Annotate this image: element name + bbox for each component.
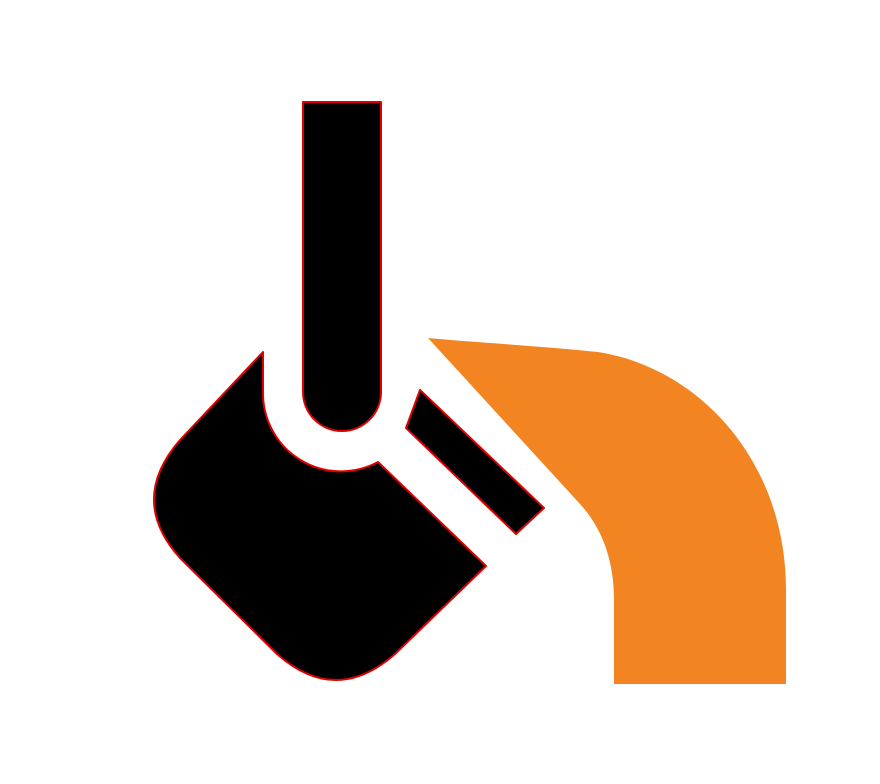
ladle-rim-shape	[405, 389, 545, 535]
ladle-handle-shape	[302, 101, 382, 432]
pour-stream-shape	[428, 338, 786, 684]
ladle-cup-shape	[153, 351, 487, 681]
